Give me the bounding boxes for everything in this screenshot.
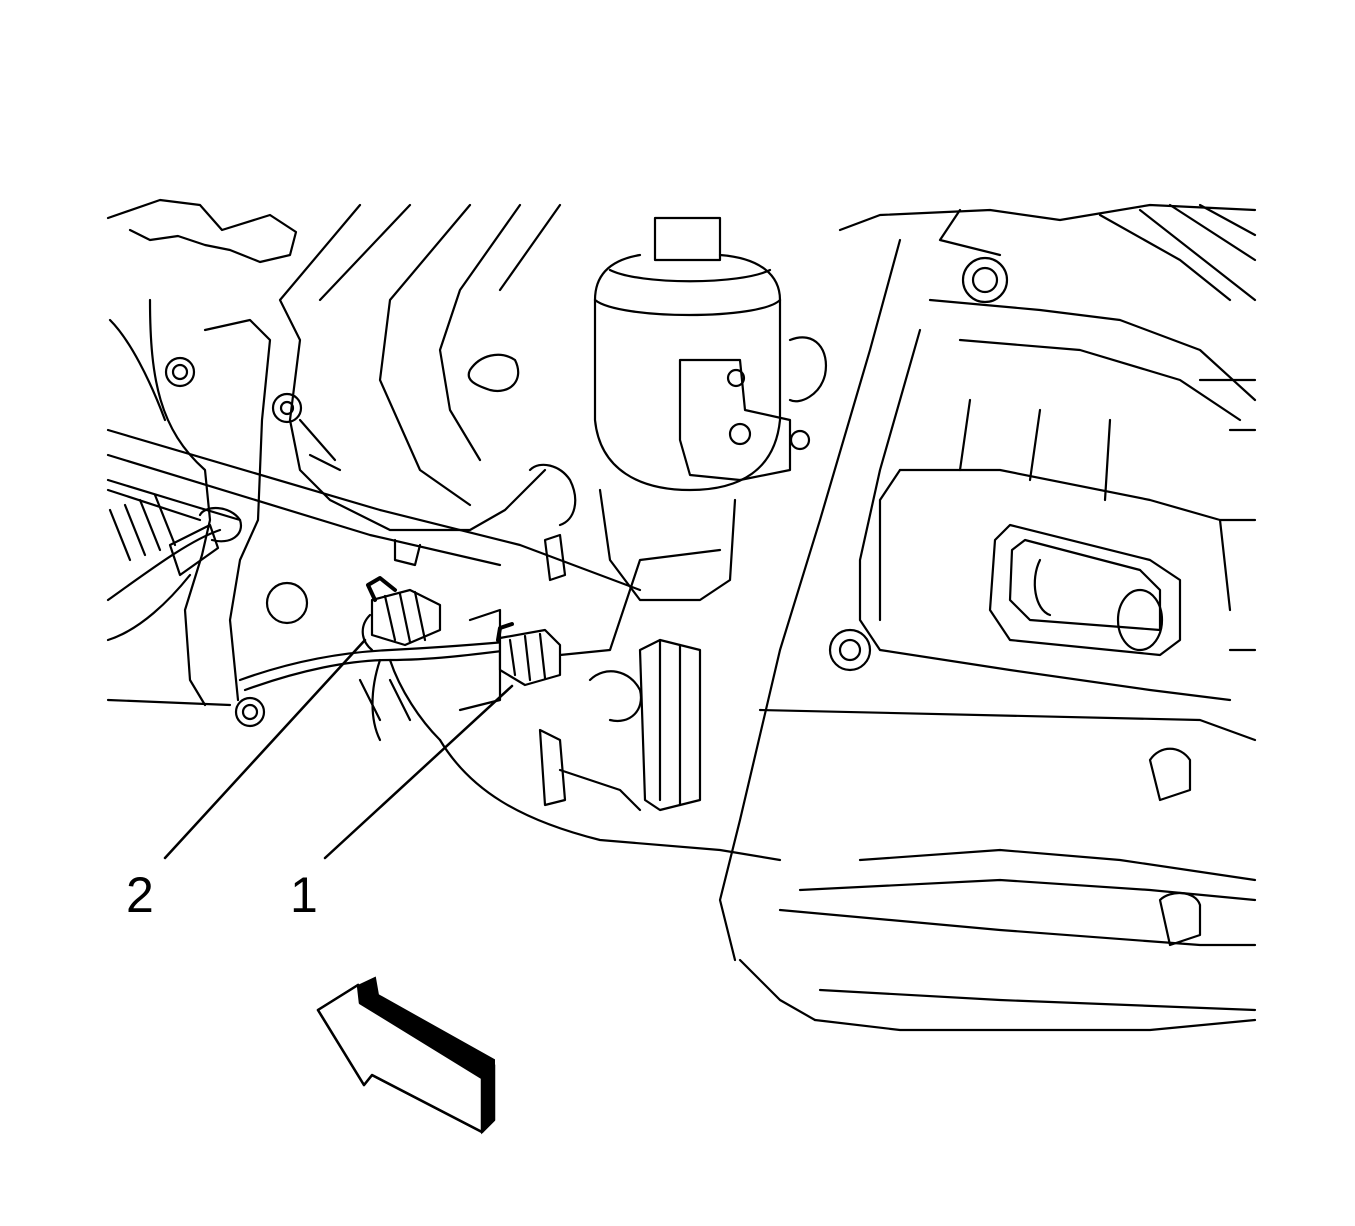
connector-1 — [496, 622, 562, 687]
intake-housing — [278, 203, 562, 567]
wiring-harness — [238, 548, 722, 742]
connector-2 — [361, 576, 442, 652]
view-direction-arrow-icon — [316, 976, 496, 1135]
transmission-case — [718, 203, 1257, 1032]
leader-line-2 — [163, 638, 367, 860]
callout-label-1: 1 — [290, 867, 318, 923]
oil-filter — [528, 216, 828, 602]
callout-label-2: 2 — [126, 867, 154, 923]
leader-line-1 — [323, 684, 514, 860]
left-bracket — [106, 198, 642, 728]
